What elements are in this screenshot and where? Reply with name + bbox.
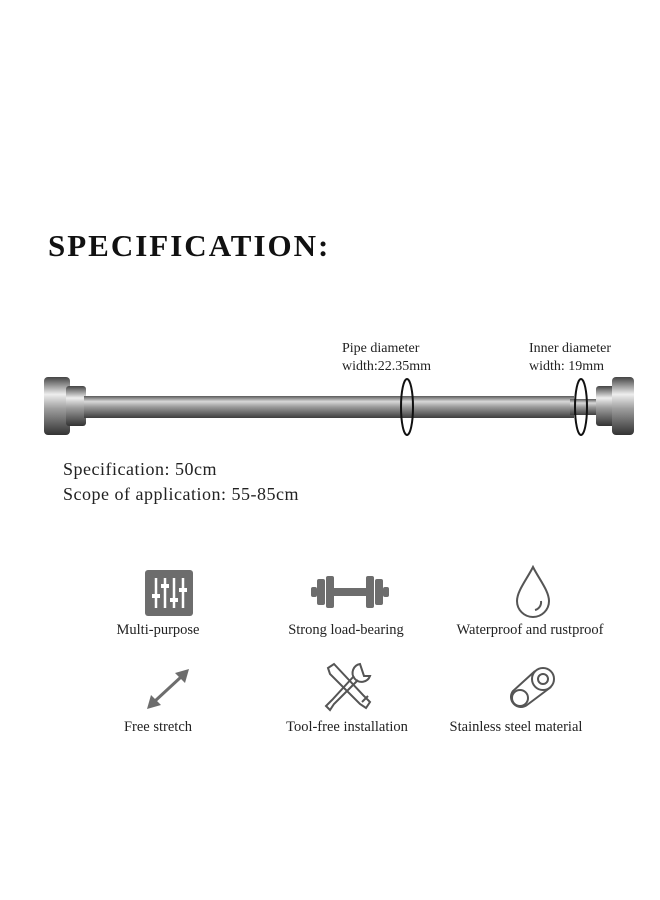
inner-diameter-title: Inner diameter: [529, 341, 612, 356]
feature-label-stainless-steel: Stainless steel material: [449, 719, 583, 735]
tools-icon: [324, 662, 372, 712]
scope-of-application: Scope of application: 55-85cm: [63, 484, 299, 504]
specification-length: Specification: 50cm: [63, 459, 217, 479]
water-drop-icon: [515, 565, 551, 618]
pipe-diameter-ring: [400, 378, 414, 436]
page-title: SPECIFICATION:: [48, 228, 331, 263]
pipe-diameter-value: width:22.35mm: [342, 359, 432, 374]
pipe-diameter-title: Pipe diameter: [342, 341, 420, 356]
feature-label-load-bearing: Strong load-bearing: [288, 622, 404, 638]
double-arrow-icon: [147, 669, 189, 709]
pipe-diameter-label: Pipe diameter width:22.35mm: [342, 340, 431, 376]
inner-diameter-value: width: 19mm: [529, 359, 605, 374]
tension-rod-illustration: [44, 377, 634, 436]
sliders-icon: [145, 570, 193, 616]
inner-diameter-label: Inner diameter width: 19mm: [529, 340, 611, 376]
steel-roll-icon: [510, 667, 555, 708]
outer-pipe: [84, 396, 574, 418]
left-end-cap: [44, 377, 70, 435]
dumbbell-icon: [311, 576, 389, 608]
feature-label-free-stretch: Free stretch: [123, 719, 193, 735]
feature-label-waterproof: Waterproof and rustproof: [456, 622, 604, 638]
feature-label-tool-free: Tool-free installation: [286, 719, 408, 735]
right-end-cap: [612, 377, 634, 435]
inner-diameter-ring: [574, 378, 588, 436]
feature-label-multi-purpose: Multi-purpose: [116, 622, 200, 638]
